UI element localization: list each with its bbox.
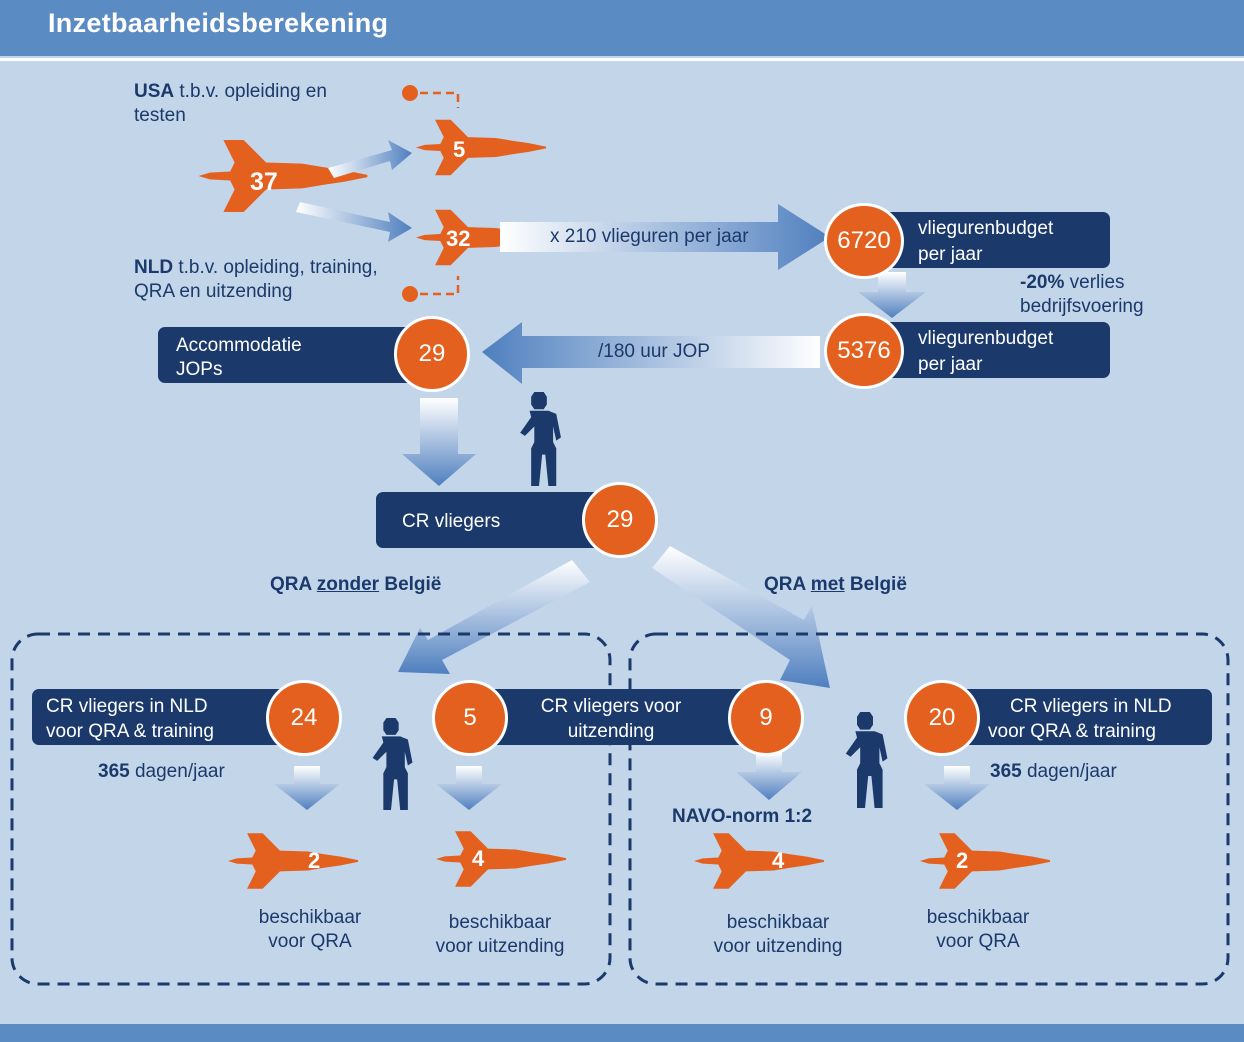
arrow-icon-flight-hours xyxy=(500,204,830,270)
nld-label-line2: QRA en uitzending xyxy=(134,281,293,302)
right-deploy-jets: 4 xyxy=(772,848,785,873)
scenario-right-title: QRA met België xyxy=(764,574,907,595)
net-budget-box: vliegurenbudget per jaar xyxy=(868,322,1110,378)
loss-label-line2: bedrijfsvoering xyxy=(1020,296,1144,317)
scenario-right-panel xyxy=(628,632,1230,986)
usa-label: USA t.b.v. opleiding en xyxy=(134,81,327,102)
fighter-jet-icon-right-qra xyxy=(920,833,1050,889)
arrow-icon-to-cr xyxy=(402,398,476,486)
jop-box: Accommodatie JOPs xyxy=(158,327,420,383)
page-title: Inzetbaarheidsberekening xyxy=(48,8,389,38)
cr-box: CR vliegers xyxy=(376,492,606,548)
left-days-label: 365 dagen/jaar xyxy=(98,761,225,782)
footer-bar xyxy=(0,1024,1244,1042)
left-nld-label-2: voor QRA & training xyxy=(46,721,214,742)
pilot-icon-top xyxy=(520,392,561,486)
fighter-jet-icon-left-qra xyxy=(228,833,358,889)
right-nld-label-1: CR vliegers in NLD xyxy=(1010,696,1172,717)
usa-fleet-value: 5 xyxy=(453,137,466,162)
left-qra-jets: 2 xyxy=(308,848,321,873)
right-nld-label-2: voor QRA & training xyxy=(988,721,1156,742)
arrow-icon-split-right xyxy=(652,546,830,688)
arrow-icon-split-left xyxy=(398,560,590,674)
net-budget-value: 5376 xyxy=(824,313,904,389)
budget-value: 6720 xyxy=(824,203,904,279)
budget-label-1: vliegurenbudget xyxy=(918,218,1054,239)
jop-label-1: Accommodatie xyxy=(176,335,302,356)
arrow-icon-right-qra xyxy=(924,766,990,810)
budget-label-2: per jaar xyxy=(918,244,983,265)
arrow-icon-right-deploy xyxy=(736,752,802,800)
title-bar: Inzetbaarheidsberekening xyxy=(0,0,1244,56)
deploy-box: CR vliegers voor uitzending xyxy=(466,689,756,745)
nld-label: NLD t.b.v. opleiding, training, xyxy=(134,257,378,278)
usa-label-line2: testen xyxy=(134,105,186,126)
right-nld-box: CR vliegers in NLD voor QRA & training xyxy=(950,689,1212,745)
pilot-icon-left xyxy=(372,718,413,810)
right-deploy-value: 9 xyxy=(728,680,804,756)
right-days-label: 365 dagen/jaar xyxy=(990,761,1117,782)
fighter-jet-icon-total xyxy=(198,140,368,212)
cr-label: CR vliegers xyxy=(402,511,501,532)
scenario-left-title: QRA zonder België xyxy=(270,574,442,595)
arrow-icon-left-qra xyxy=(274,766,340,810)
fighter-jet-icon-usa xyxy=(416,119,546,176)
total-fleet-value: 37 xyxy=(250,168,278,196)
jop-value: 29 xyxy=(394,316,470,392)
fighter-jet-icon-left-deploy xyxy=(436,831,566,887)
arrow-icon-to-nld xyxy=(296,202,412,242)
left-deploy-jets: 4 xyxy=(472,846,485,871)
jop-label-2: JOPs xyxy=(176,359,223,380)
arrow-icon-jop xyxy=(482,322,820,384)
cr-value: 29 xyxy=(582,482,658,558)
fighter-jet-icon-right-deploy xyxy=(694,833,824,889)
loss-label: -20% verlies xyxy=(1020,272,1125,293)
pilot-icon-right xyxy=(845,712,888,808)
net-label-2: per jaar xyxy=(918,354,983,375)
right-nld-value: 20 xyxy=(904,680,980,756)
scenario-left-panel xyxy=(10,632,612,986)
left-deploy-value: 5 xyxy=(432,680,508,756)
deploy-label-2: uitzending xyxy=(567,721,655,742)
arrow-icon-loss xyxy=(858,272,926,318)
net-label-1: vliegurenbudget xyxy=(918,328,1054,349)
hours-multiplier-label: x 210 vlieguren per jaar xyxy=(550,226,749,247)
nld-fleet-value: 32 xyxy=(446,226,471,251)
left-nld-value: 24 xyxy=(266,680,342,756)
jop-divider-label: /180 uur JOP xyxy=(598,341,710,362)
deploy-label-1: CR vliegers voor xyxy=(540,696,682,717)
arrow-icon-left-deploy xyxy=(436,766,502,810)
budget-box: vliegurenbudget per jaar xyxy=(868,212,1110,268)
right-qra-jets: 2 xyxy=(956,848,969,873)
left-nld-label-1: CR vliegers in NLD xyxy=(46,696,208,717)
arrow-icon-to-usa xyxy=(328,140,412,178)
nato-norm-label: NAVO-norm 1:2 xyxy=(672,806,813,827)
title-divider xyxy=(0,58,1244,61)
left-nld-box: CR vliegers in NLD voor QRA & training xyxy=(32,689,288,745)
